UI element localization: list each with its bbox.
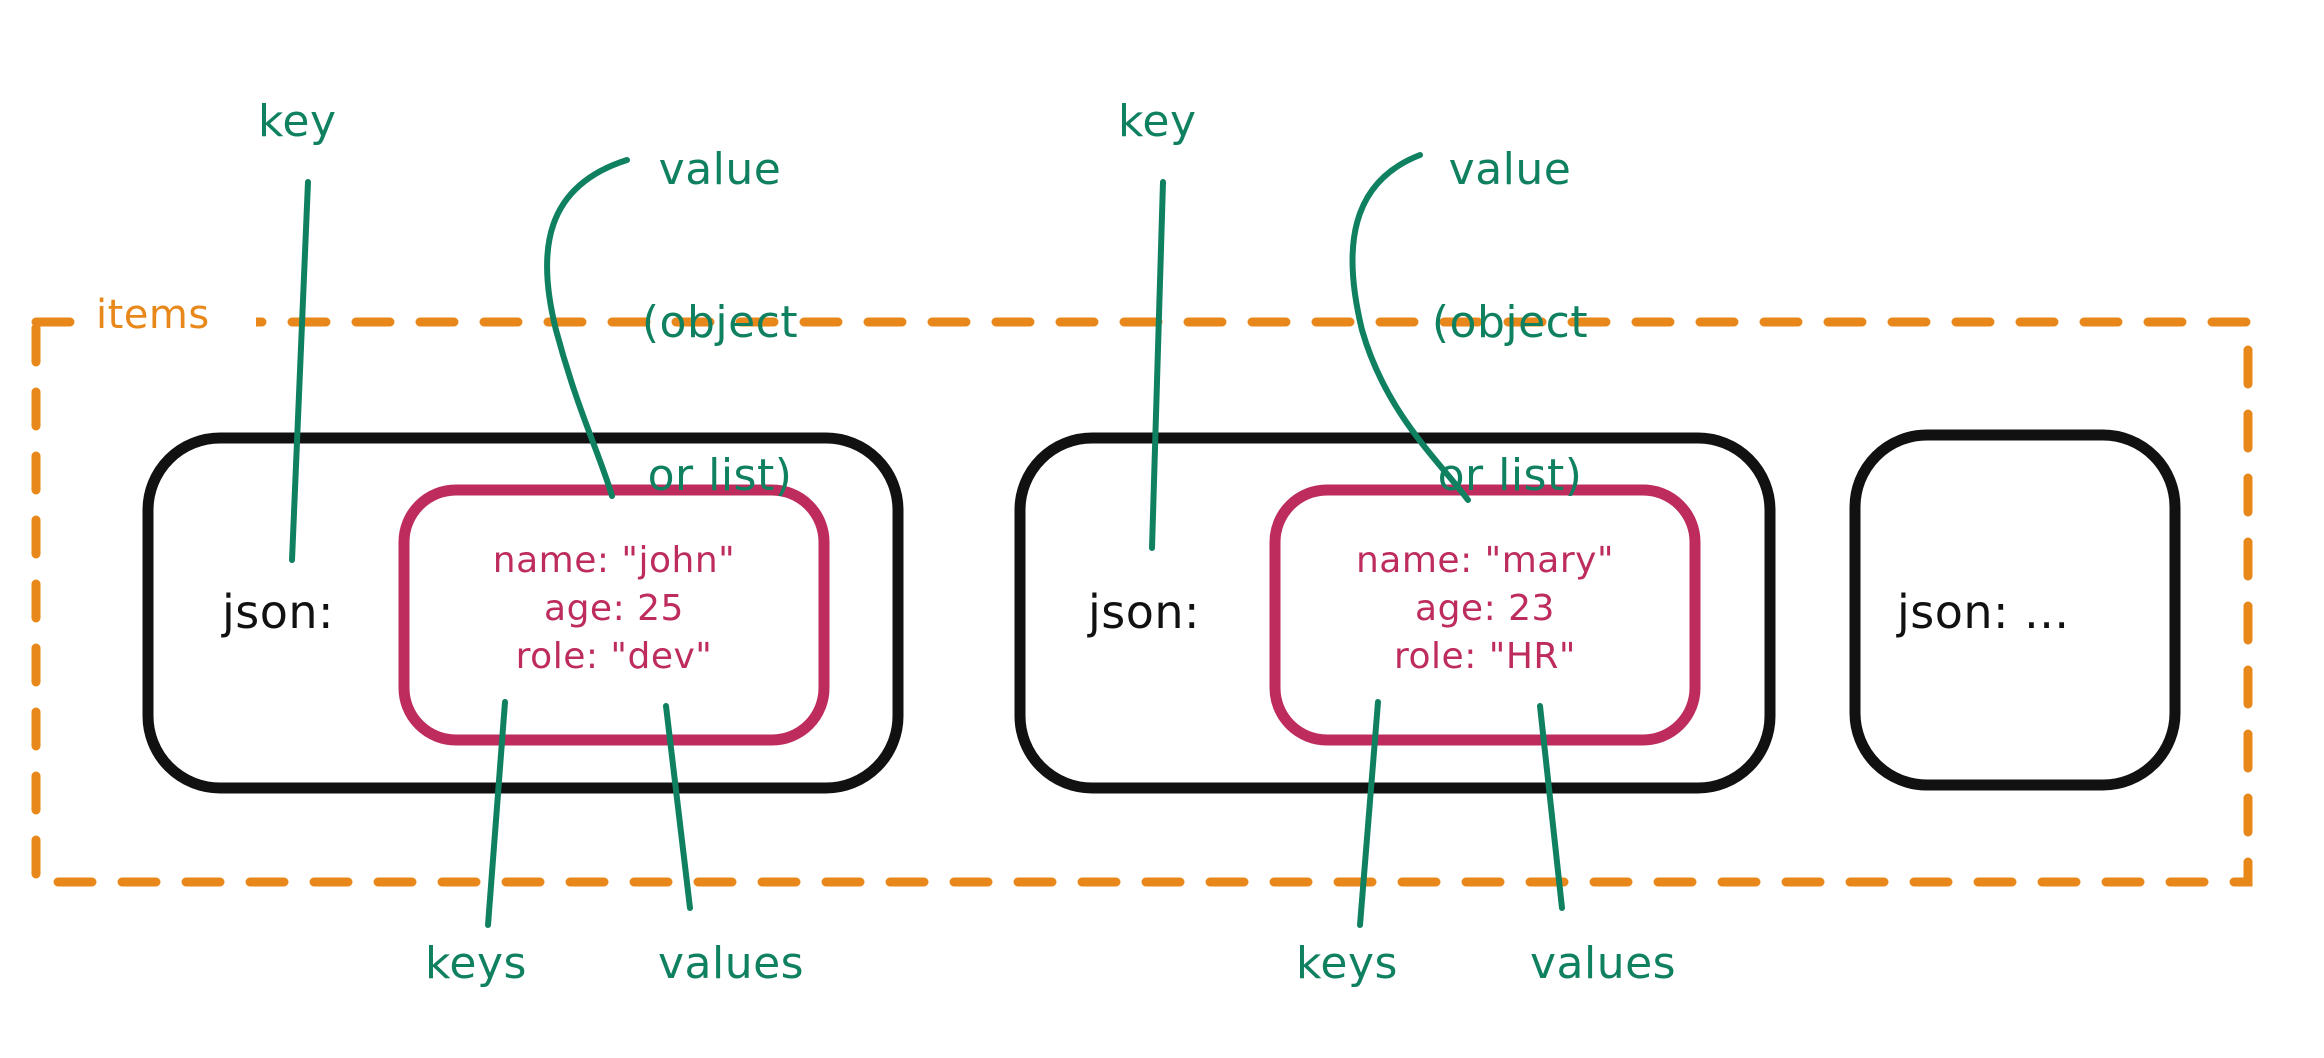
leader-line-keys-1 bbox=[485, 699, 508, 928]
annotation-value-1-line1: value bbox=[658, 144, 782, 196]
leader-line-value-2 bbox=[1349, 152, 1471, 503]
annotation-key-2: key bbox=[1118, 96, 1197, 147]
value-object-row: role: "HR" bbox=[1394, 635, 1576, 677]
annotation-value-2-line3: or list) bbox=[1437, 450, 1583, 502]
value-object-row: role: "dev" bbox=[515, 635, 713, 677]
item-key-label-2: json: bbox=[1088, 585, 1201, 639]
annotation-value-2-line1: value bbox=[1448, 144, 1572, 196]
annotation-keys-1: keys bbox=[425, 938, 527, 989]
value-object-row: age: 25 bbox=[544, 587, 684, 629]
annotation-keys-2: keys bbox=[1296, 938, 1398, 989]
leader-line-key-1 bbox=[289, 179, 311, 563]
value-object-rows-1: name: "john" age: 25 role: "dev" bbox=[404, 540, 824, 677]
annotation-key-1: key bbox=[258, 96, 337, 147]
annotation-value-1-line2: (object bbox=[641, 297, 799, 349]
leader-line-value-1 bbox=[544, 157, 630, 499]
leader-line-keys-2 bbox=[1357, 699, 1381, 928]
leader-line-values-1 bbox=[663, 703, 693, 911]
leader-line-values-2 bbox=[1537, 703, 1565, 911]
value-object-box-1[interactable] bbox=[398, 484, 830, 746]
annotation-value-1-line3: or list) bbox=[647, 450, 793, 502]
annotation-values-1: values bbox=[658, 938, 805, 989]
item-key-label-3: json: ... bbox=[1897, 585, 2070, 639]
value-object-row: name: "mary" bbox=[1355, 540, 1615, 581]
value-object-row: age: 23 bbox=[1415, 587, 1555, 629]
item-card-3[interactable] bbox=[1849, 429, 2181, 791]
value-object-row: name: "john" bbox=[492, 540, 736, 581]
annotation-value-2-line2: (object bbox=[1431, 297, 1589, 349]
annotation-value-2: value (object or list) bbox=[1400, 42, 1620, 603]
value-object-rows-2: name: "mary" age: 23 role: "HR" bbox=[1275, 540, 1695, 677]
items-container-border bbox=[31, 317, 2253, 887]
annotation-value-1: value (object or list) bbox=[610, 42, 830, 603]
value-object-box-2[interactable] bbox=[1269, 484, 1701, 746]
leader-line-key-2 bbox=[1149, 179, 1166, 551]
annotation-values-2: values bbox=[1530, 938, 1677, 989]
item-key-label-1: json: bbox=[222, 585, 335, 639]
items-container-label: items bbox=[96, 292, 210, 338]
